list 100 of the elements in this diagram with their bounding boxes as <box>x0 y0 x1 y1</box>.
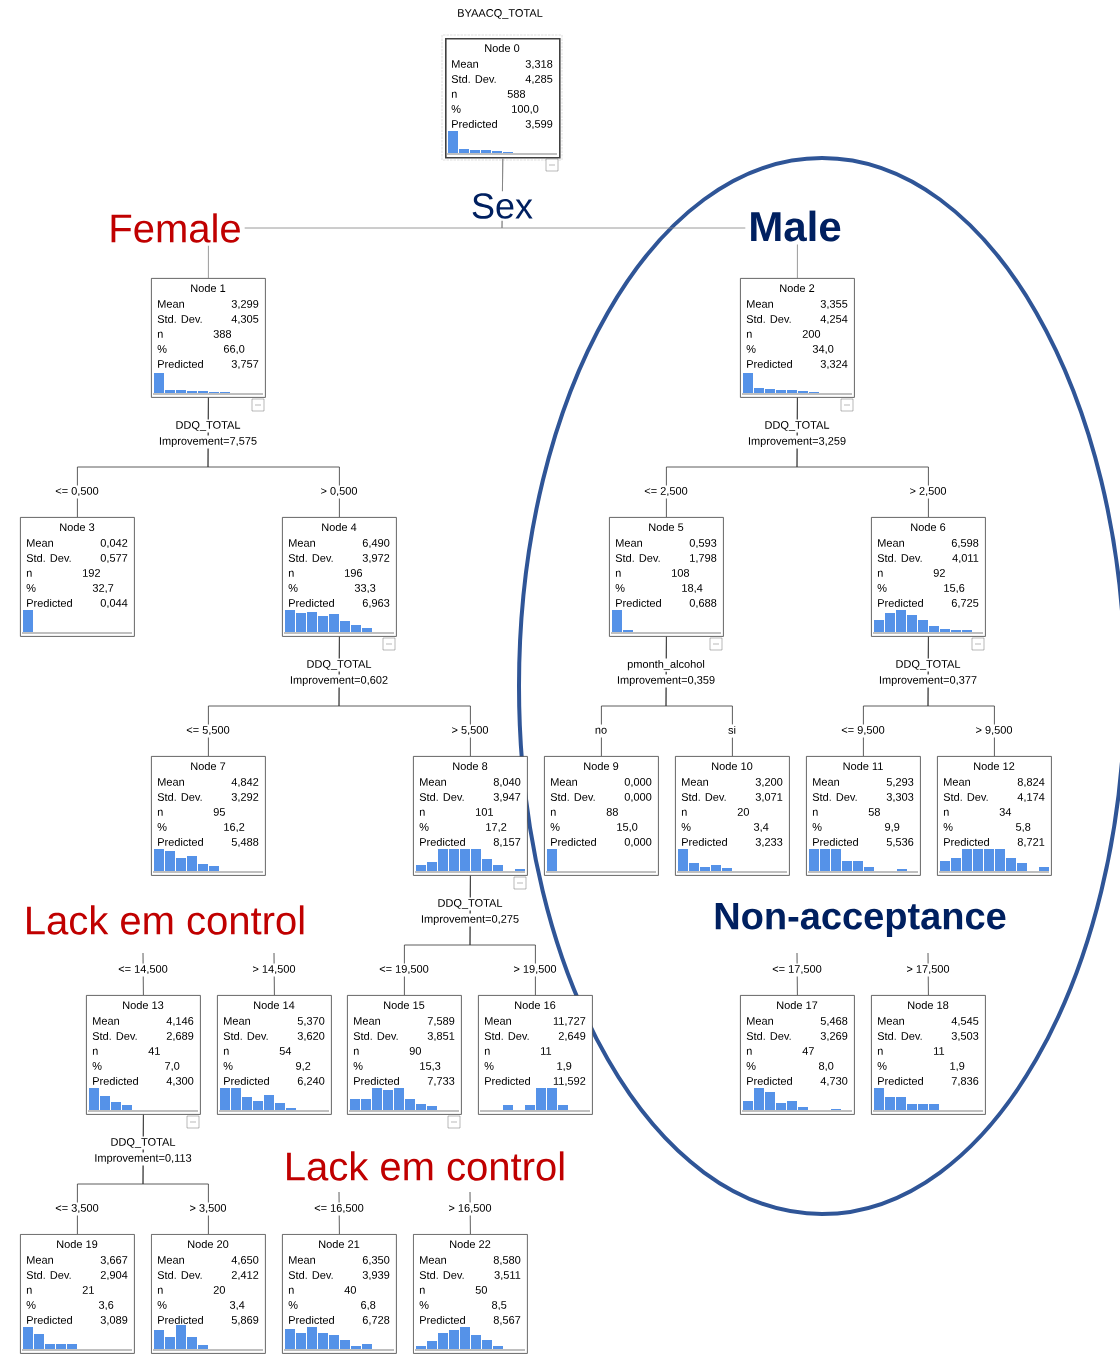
node-title: Node 21 <box>319 1240 360 1249</box>
stat-value: 8,040 <box>493 778 521 788</box>
tree-node-box <box>675 756 790 876</box>
branch-label: Female <box>105 210 245 246</box>
stat-value: 34,0 <box>812 345 834 355</box>
stat-value: 58 <box>868 808 880 816</box>
stat-label: % <box>484 1062 494 1070</box>
stat-value: 3,071 <box>755 793 783 803</box>
tree-node-box <box>806 756 921 876</box>
stat-value: 8,567 <box>493 1316 521 1326</box>
stat-value: 8,721 <box>1017 838 1045 848</box>
edge-label: > 3,500 <box>188 1202 228 1216</box>
stat-label: Mean <box>158 778 184 786</box>
tree-connector <box>338 636 471 757</box>
stat-value: 6,725 <box>951 599 979 609</box>
stat-value: 8,824 <box>1017 778 1045 788</box>
stat-label: Mean <box>224 1017 250 1025</box>
stat-value: 6,490 <box>362 539 390 549</box>
stat-value: 1,9 <box>950 1062 965 1072</box>
stat-value: 5,536 <box>886 838 914 848</box>
stat-label: Predicted <box>158 837 203 846</box>
stat-label: Predicted <box>27 1315 72 1324</box>
stat-value: 4,305 <box>231 315 259 325</box>
stat-label: Mean <box>27 1256 53 1264</box>
stat-label: Predicted <box>420 837 465 846</box>
stat-label: % <box>746 1062 756 1070</box>
stat-label: % <box>451 105 461 113</box>
stat-value: 3,972 <box>362 554 390 564</box>
stat-label: Predicted <box>682 837 727 846</box>
edge-label: > 5,500 <box>450 724 490 738</box>
stat-value: 5,468 <box>820 1017 848 1027</box>
stat-label: n <box>353 1048 359 1055</box>
stat-value: 0,042 <box>100 539 128 549</box>
stat-value: 15,3 <box>420 1062 441 1072</box>
node-title: Node 11 <box>843 761 883 771</box>
stat-label: Predicted <box>616 598 661 607</box>
stat-value: 88 <box>606 808 618 816</box>
stat-value: 2,904 <box>100 1271 128 1281</box>
stat-label: n <box>943 809 949 816</box>
split-variable: DDQ_TOTAL <box>174 419 242 433</box>
stat-value: 6,350 <box>362 1256 390 1266</box>
stat-label: % <box>353 1062 363 1070</box>
stat-value: 3,200 <box>755 778 783 788</box>
stat-value: 3,503 <box>951 1032 979 1042</box>
stat-label: n <box>157 1287 163 1294</box>
stat-value: 8,0 <box>819 1062 834 1072</box>
stat-value: 7,0 <box>165 1062 180 1072</box>
stat-value: 20 <box>737 808 749 816</box>
node-title: Node 5 <box>649 522 684 532</box>
stat-label: n <box>223 1048 229 1055</box>
stat-value: 3,511 <box>494 1271 521 1281</box>
stat-label: Mean <box>354 1017 380 1025</box>
stat-label: n <box>746 1048 752 1055</box>
improvement-value: Improvement=7,575 <box>157 435 259 449</box>
stat-label: Predicted <box>747 359 792 368</box>
edge-label: > 9,500 <box>974 724 1014 738</box>
stat-value: 100,0 <box>512 105 539 115</box>
stat-label: Predicted <box>224 1076 269 1085</box>
stat-value: 7,836 <box>951 1077 979 1087</box>
stat-label: Mean <box>452 60 478 68</box>
stat-value: 3,620 <box>297 1032 325 1042</box>
stat-value: 0,593 <box>689 539 717 549</box>
stat-label: % <box>681 823 691 831</box>
stat-value: 3,324 <box>820 360 848 370</box>
stat-label: % <box>615 584 625 592</box>
tree-node-box <box>20 517 135 637</box>
stat-value: 21 <box>82 1286 94 1294</box>
node-title: Node 9 <box>584 761 619 771</box>
stat-value: 0,000 <box>624 838 652 848</box>
improvement-value: Improvement=3,259 <box>746 435 848 449</box>
stat-value: 92 <box>933 569 945 577</box>
node-title: Node 10 <box>712 761 753 771</box>
stat-value: 0,688 <box>689 599 717 609</box>
stat-label: n <box>419 809 425 816</box>
node-title: Node 1 <box>191 283 226 293</box>
tree-node-box <box>544 756 659 876</box>
stat-label: Predicted <box>289 1315 334 1324</box>
stat-value: 3,299 <box>231 300 259 310</box>
stat-value: 9,2 <box>296 1062 311 1072</box>
stat-value: 18,4 <box>682 584 703 594</box>
node-title: Node 13 <box>123 1001 164 1010</box>
tree-node-box <box>151 1234 266 1354</box>
stat-label: Mean <box>289 1256 315 1264</box>
node-title: Node 18 <box>908 1001 949 1010</box>
stat-label: Predicted <box>813 837 858 846</box>
stat-label: Std. Dev. <box>26 553 71 562</box>
stat-value: 2,412 <box>231 1271 259 1281</box>
edge-label: no <box>593 724 609 738</box>
stat-value: 0,000 <box>624 778 652 788</box>
stat-label: Mean <box>813 778 839 786</box>
node-title: Node 15 <box>384 1001 425 1010</box>
stat-label: Mean <box>616 539 642 547</box>
stat-value: 4,545 <box>951 1017 979 1027</box>
stat-label: n <box>746 331 752 338</box>
tree-node-box <box>20 1234 135 1354</box>
improvement-value: Improvement=0,359 <box>615 674 717 688</box>
stat-value: 3,939 <box>362 1271 390 1281</box>
node-title: Node 8 <box>453 761 488 771</box>
stat-label: n <box>157 331 163 338</box>
stat-label: Mean <box>289 539 315 547</box>
